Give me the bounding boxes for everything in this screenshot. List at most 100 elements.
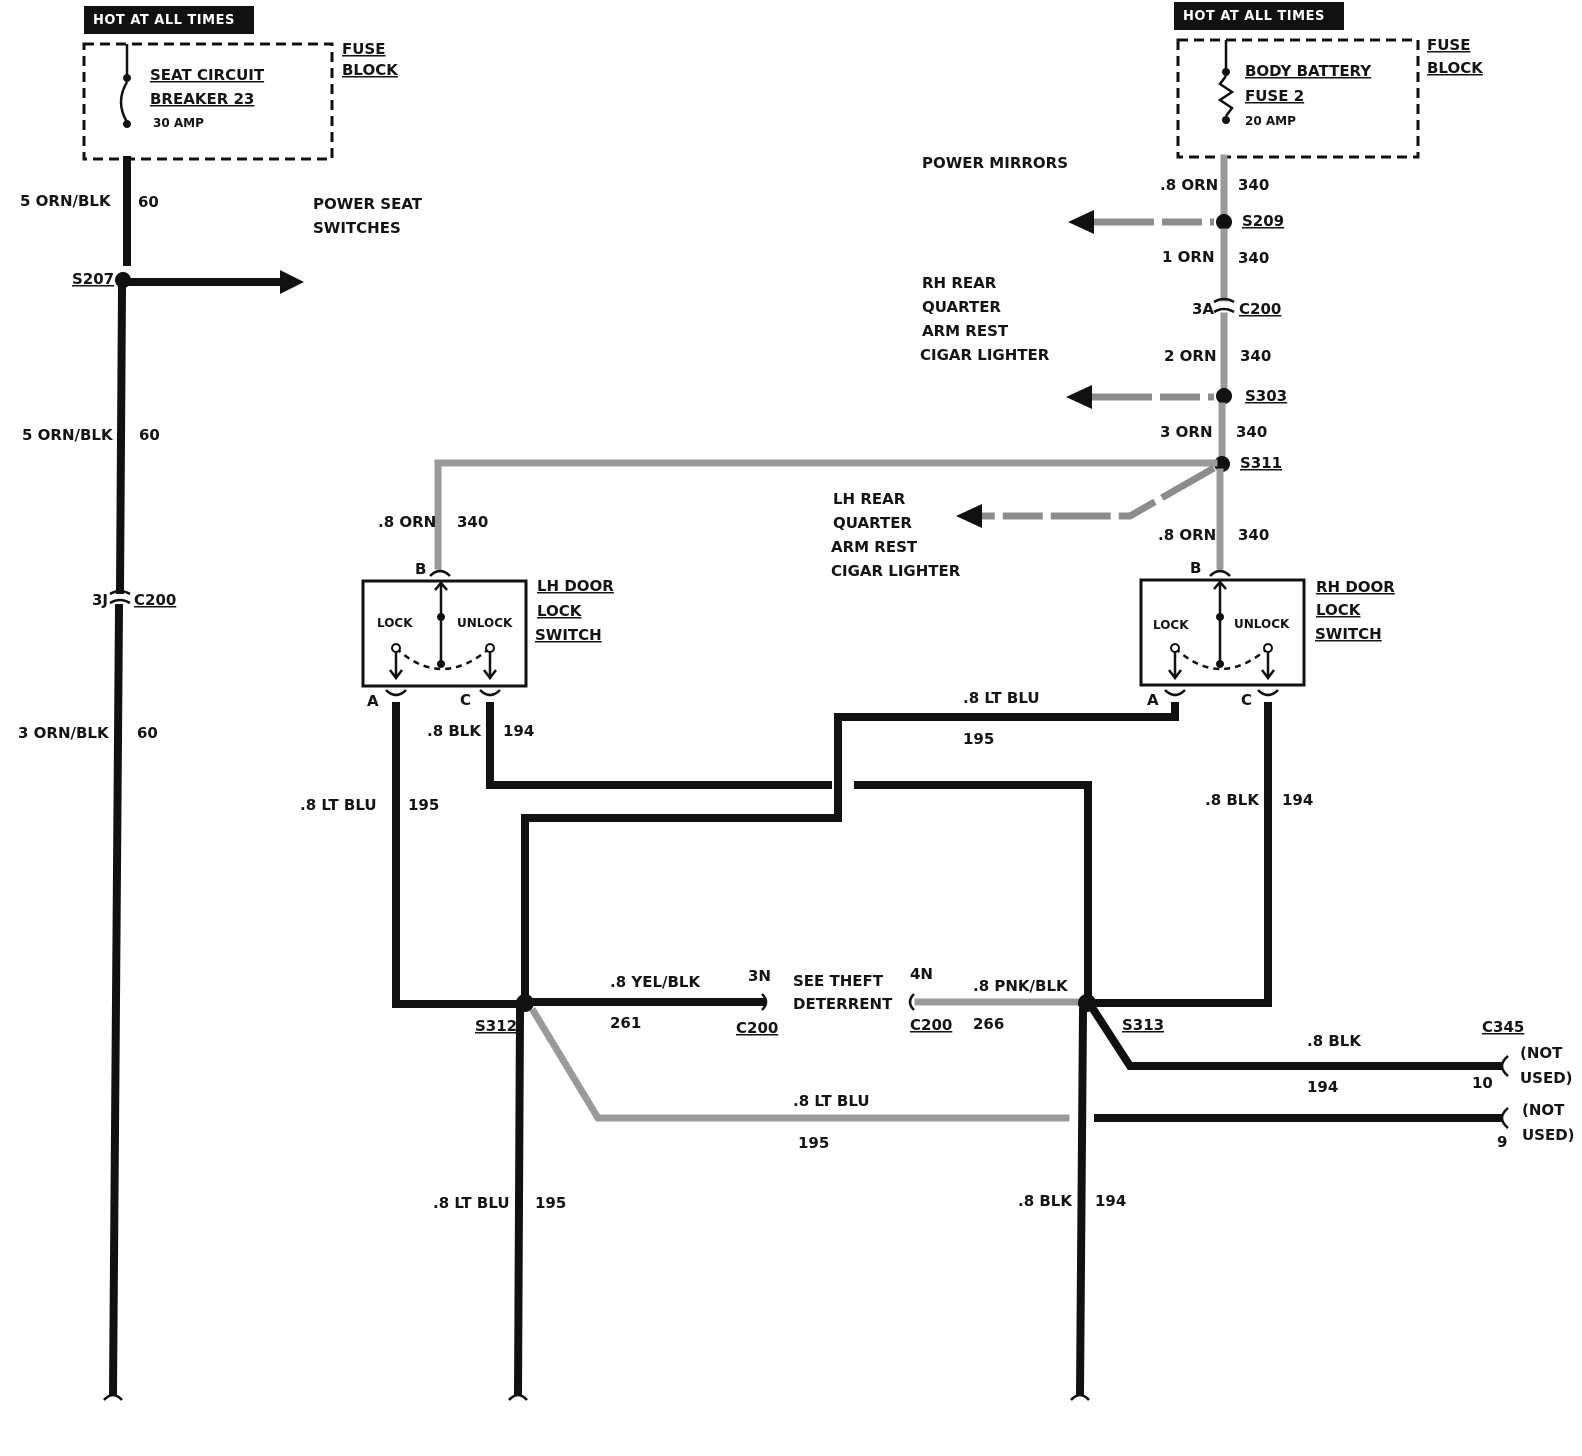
connector-pin-b-icon [1209,569,1231,577]
pin-b-label: B [1190,559,1201,577]
wire-to-lh-cigar [982,464,1216,520]
splice-label-s311: S311 [1240,454,1282,472]
unlock-label: UNLOCK [457,616,513,630]
ground-break-icon [103,1393,123,1401]
wire-color-label: .8 LT BLU [300,796,377,814]
wire-circuit-label: 194 [503,722,534,740]
rh-door-lock-switch: B LOCK UNLOCK A C RH DOOR LOCK SWITCH [1139,559,1395,709]
connector-pin-c-icon [479,689,501,697]
wire-60-segment-3 [108,603,124,1397]
breaker-label-2: BREAKER 23 [150,90,254,108]
wire-color-label: .8 BLK [1307,1032,1362,1050]
ground-break-icon [508,1393,528,1401]
fuse-block-label-right-1: FUSE [1427,36,1470,54]
connector-c200-male [109,598,131,605]
splice-label-s207: S207 [72,270,114,288]
connector-label-c200: C200 [736,1019,778,1037]
wire-color-label: 5 ORN/BLK [22,426,114,444]
pin-c-label: C [1241,691,1252,709]
rh-cigar-label-2: QUARTER [922,298,1001,316]
switch-contact-arc [1174,647,1269,671]
fuse-block-box-right [1176,38,1420,159]
pin-a-label: A [367,692,379,710]
connector-c345-pin10-icon [1500,1055,1509,1077]
lh-cigar-label-1: LH REAR [833,490,906,508]
splice-s209 [1216,214,1232,230]
wire-circuit-label: 266 [973,1015,1004,1033]
fuse-block-box-left [82,42,334,161]
wire-194-rh-c [1092,702,1272,1007]
wire-color-label: .8 ORN [378,513,436,531]
rh-switch-title-3: SWITCH [1315,625,1382,643]
connector-label-c345: C345 [1482,1018,1524,1036]
connector-pin-9: 9 [1497,1133,1507,1151]
breaker-amp: 30 AMP [153,116,204,130]
splice-s303 [1216,388,1232,404]
wire-circuit-label: 340 [1238,526,1269,544]
wire-195-rh-a [521,702,1179,996]
wire-194-lh-c [486,702,832,789]
wire-color-label: .8 ORN [1158,526,1216,544]
wire-195-lt-blu-mid [529,1007,1070,1122]
not-used-2a: (NOT [1522,1101,1565,1119]
hot-at-all-times-badge-left [84,6,254,34]
lock-label: LOCK [1153,618,1189,632]
wire-circuit-label: 340 [1240,347,1271,365]
rh-switch-body [1139,578,1306,687]
splice-s312 [516,994,534,1012]
connector-c345-pin9-icon [1500,1107,1509,1129]
connector-pin-3a: 3A [1192,300,1214,318]
fuse-block-label-left-2: BLOCK [342,61,399,79]
power-seat-label-2: SWITCHES [313,219,401,237]
splice-label-s313: S313 [1122,1016,1164,1034]
wire-circuit-label: 195 [535,1194,566,1212]
rh-switch-title-1: RH DOOR [1316,578,1395,596]
left-circuit: HOT AT ALL TIMES SEAT CIRCUIT BREAKER 23… [18,6,423,1401]
unlock-label: UNLOCK [1234,617,1290,631]
wire-circuit-label: 195 [408,796,439,814]
connector-pin-3n: 3N [748,967,771,985]
connector-label-c200: C200 [910,1016,952,1034]
lh-cigar-label-2: QUARTER [833,514,912,532]
wire-color-label: .8 LT BLU [433,1194,510,1212]
circuit-breaker-icon [119,81,129,123]
connector-pin-3j: 3J [92,591,108,609]
wire-color-label: 3 ORN/BLK [18,724,110,742]
wire-color-label: 5 ORN/BLK [20,192,112,210]
lh-switch-title-3: SWITCH [535,626,602,644]
wire-circuit-label: 340 [1238,249,1269,267]
connector-pin-b-icon [429,569,451,577]
pin-b-label: B [415,560,426,578]
connector-pin-c-icon [1257,689,1279,697]
wire-color-label: .8 BLK [427,722,482,740]
fuse-block-label-right-2: BLOCK [1427,59,1484,77]
wire-circuit-label: 60 [137,724,158,742]
connector-label-c200: C200 [134,591,176,609]
wire-194-to-s313 [854,781,1092,996]
connector-label-c200: C200 [1239,300,1281,318]
hot-at-all-times-badge-right [1174,2,1344,30]
power-mirrors-label: POWER MIRRORS [922,154,1068,172]
theft-label-2: DETERRENT [793,995,893,1013]
wire-195-bottom [513,1007,525,1397]
wire-circuit-label: 340 [1238,176,1269,194]
wire-color-label: .8 PNK/BLK [973,977,1069,995]
wire-circuit-label: 60 [138,193,159,211]
lh-switch-title-2: LOCK [537,602,583,620]
rh-cigar-label-4: CIGAR LIGHTER [920,346,1050,364]
lh-switch-title-1: LH DOOR [537,577,614,595]
arrow-right-icon [280,270,304,294]
pin-c-label: C [460,691,471,709]
wire-color-label: 1 ORN [1162,248,1215,266]
arrow-left-icon [1068,210,1094,234]
wire-circuit-label: 194 [1307,1078,1338,1096]
wire-circuit-label: 194 [1095,1192,1126,1210]
wire-circuit-label: 340 [457,513,488,531]
wire-195-lh-a [392,702,518,1008]
wire-340-to-lh-switch [434,459,1218,570]
splice-label-s312: S312 [475,1017,517,1035]
wire-color-label: .8 LT BLU [793,1092,870,1110]
fuse-icon [1217,75,1235,117]
wire-194-to-c345 [1089,1006,1502,1070]
